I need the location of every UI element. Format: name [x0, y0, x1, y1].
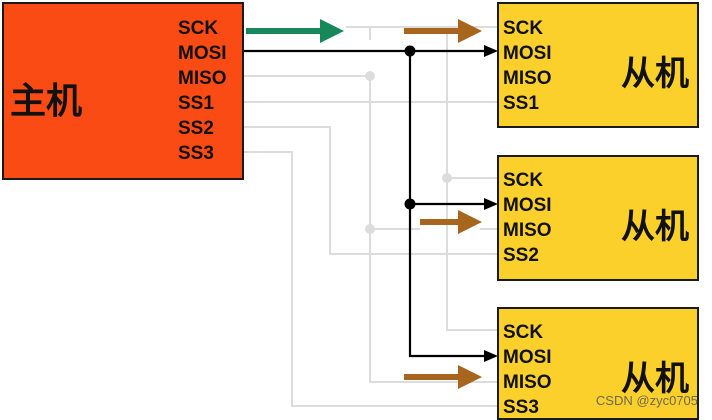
ss2-line — [244, 126, 498, 255]
master-pin-ss1: SS1 — [178, 93, 214, 114]
slave-1-pin-ss: SS1 — [503, 93, 539, 114]
mosi-arrowhead-3 — [484, 350, 498, 362]
master-device: 主机 SCK MOSI MISO SS1 SS2 SS3 — [2, 2, 244, 180]
slave-1-pin-sck: SCK — [503, 18, 544, 39]
slave-3-pin-sck: SCK — [503, 322, 544, 343]
slave-3-pin-miso: MISO — [503, 372, 552, 393]
slave-1-pin-miso: MISO — [503, 68, 552, 89]
miso-arrow-1 — [404, 19, 482, 43]
slave-2-label: 从机 — [621, 207, 689, 247]
miso-arrows — [404, 19, 482, 389]
junction-dot — [404, 198, 416, 210]
slave-3-label: 从机 — [621, 359, 689, 399]
watermark: CSDN @zyc0705 — [595, 393, 698, 408]
master-pin-miso: MISO — [178, 68, 227, 89]
slave-2-pin-miso: MISO — [503, 220, 552, 241]
mosi-arrowhead-2 — [484, 198, 498, 210]
sck-arrow — [246, 19, 344, 43]
slave-3-pin-mosi: MOSI — [503, 347, 552, 368]
mosi-arrowheads — [404, 45, 498, 362]
master-pin-ss2: SS2 — [178, 118, 214, 139]
mosi-arrowhead-1 — [484, 45, 498, 57]
slave-device-3: 从机 SCK MOSI MISO SS3 — [497, 307, 699, 420]
mosi-line-vertical — [408, 51, 486, 358]
junction-dot — [365, 71, 375, 81]
junction-dot — [442, 173, 452, 183]
master-pin-ss3: SS3 — [178, 143, 214, 164]
gray-junctions — [365, 71, 452, 234]
slave-2-pin-sck: SCK — [503, 170, 544, 191]
mosi-bus — [244, 49, 486, 358]
sck-bus — [446, 27, 498, 331]
junction-dot — [365, 224, 375, 234]
miso-arrow-2 — [420, 210, 482, 234]
slave-2-pin-mosi: MOSI — [503, 195, 552, 216]
master-label: 主机 — [10, 81, 83, 122]
slave-1-label: 从机 — [621, 54, 689, 94]
junction-dot — [404, 45, 416, 57]
slave-2-pin-ss: SS2 — [503, 245, 539, 266]
master-pin-mosi: MOSI — [178, 43, 227, 64]
slave-device-2: 从机 SCK MOSI MISO SS2 — [497, 155, 699, 281]
slave-3-pin-ss: SS3 — [503, 397, 539, 418]
ss3-line — [244, 151, 498, 407]
miso-arrow-3 — [404, 365, 482, 389]
slave-1-pin-mosi: MOSI — [503, 43, 552, 64]
master-pin-sck: SCK — [178, 18, 219, 39]
slave-device-1: 从机 SCK MOSI MISO SS1 — [497, 2, 699, 128]
